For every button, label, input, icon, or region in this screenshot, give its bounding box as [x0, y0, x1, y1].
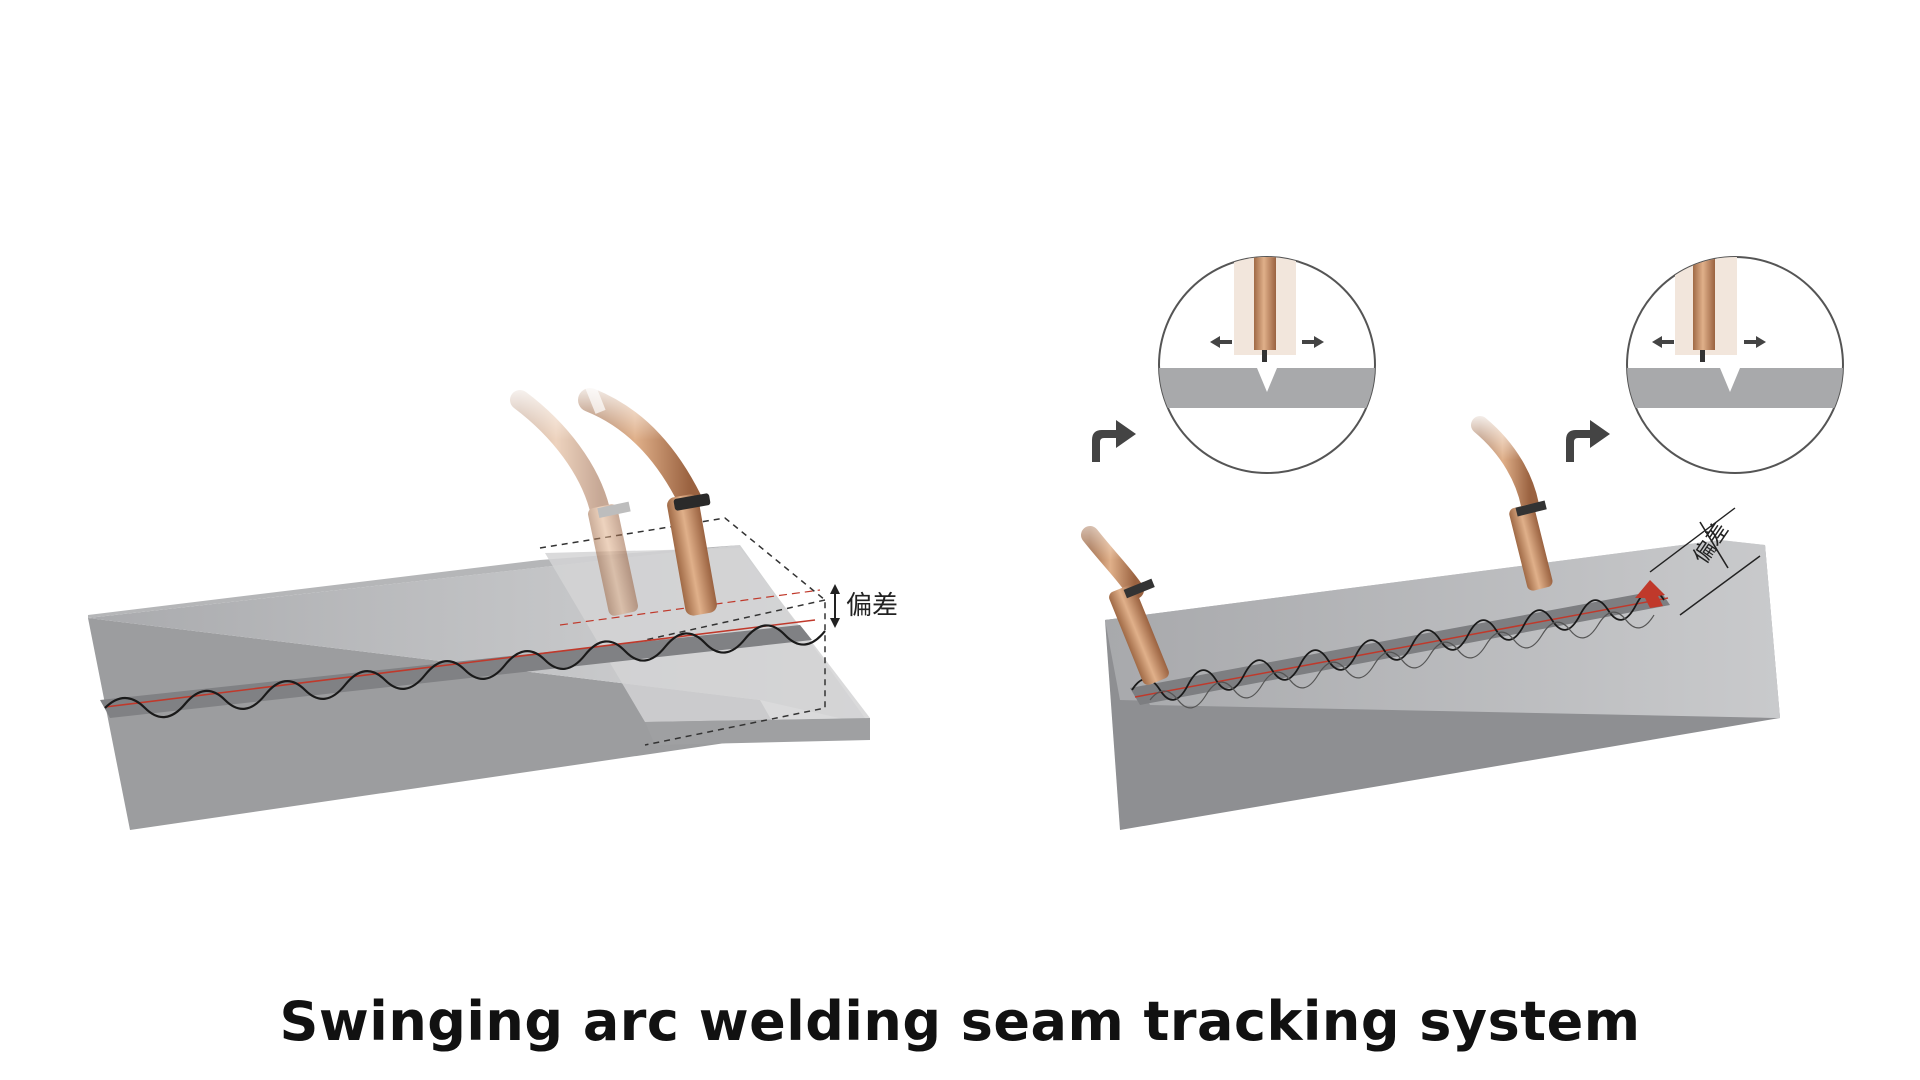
red-correction-arrow-icon [1635, 580, 1665, 608]
magnifier-circle-icon-2 [1626, 256, 1844, 474]
turn-arrow-icon-2 [1566, 420, 1610, 462]
right-scene: 偏差 [1060, 256, 1844, 830]
v-groove-icon [1257, 368, 1277, 392]
left-weave-path [104, 624, 826, 719]
magnifier-circle-icon [1158, 256, 1376, 474]
right-seam-centerline [1134, 597, 1669, 698]
right-weave-path-offset [1149, 611, 1655, 709]
left-plate-side [88, 618, 780, 830]
diagram-caption: Swinging arc welding seam tracking syste… [279, 990, 1641, 1053]
left-deviation-indicator: 偏差 [830, 584, 898, 628]
left-scene: 偏差 [88, 380, 898, 830]
left-right-arrow-icon [1210, 336, 1324, 348]
left-deviation-label: 偏差 [846, 591, 898, 621]
left-seam-groove [100, 625, 812, 718]
turn-arrow-icon [1092, 420, 1136, 462]
left-dashed-reference [539, 517, 826, 746]
left-right-arrow-icon-2 [1652, 336, 1766, 348]
v-groove-icon-2 [1720, 368, 1740, 392]
left-seam-centerline [104, 619, 816, 708]
